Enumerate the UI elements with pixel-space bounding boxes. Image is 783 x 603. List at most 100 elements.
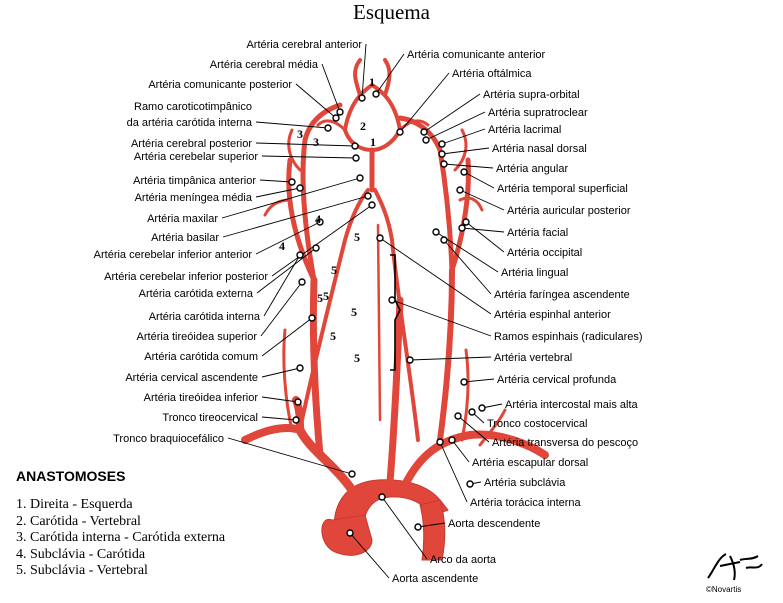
- marker-dot: [312, 244, 320, 252]
- anastomosis-number: 5: [354, 351, 360, 365]
- leader-line: [222, 195, 369, 238]
- right-label: Artéria occipital: [507, 247, 582, 259]
- marker-dot: [324, 124, 332, 132]
- right-label: Artéria vertebral: [494, 352, 572, 364]
- marker-dot: [356, 174, 364, 182]
- marker-dot: [376, 234, 384, 242]
- marker-dot: [358, 94, 366, 102]
- right-label: Artéria comunicante anterior: [407, 49, 546, 61]
- left-label: Artéria tireóidea superior: [137, 331, 258, 343]
- anastomosis-number: 5: [351, 305, 357, 319]
- marker-dot: [292, 416, 300, 424]
- left-label: Artéria cerebral posterior: [131, 138, 252, 150]
- anterior-spinal-artery: [376, 223, 382, 422]
- left-label: Artéria basilar: [151, 232, 219, 244]
- marker-dot: [432, 228, 440, 236]
- right-label: Artéria espinhal anterior: [494, 309, 611, 321]
- right-label: Artéria facial: [507, 227, 568, 239]
- right-label: Artéria torácica interna: [470, 497, 582, 509]
- marker-dot: [420, 128, 428, 136]
- left-label: Tronco tireocervical: [162, 412, 258, 424]
- leader-line: [255, 142, 356, 147]
- marker-dot: [294, 398, 302, 406]
- leader-line: [255, 221, 321, 255]
- marker-dot: [438, 140, 446, 148]
- left-label: Artéria cerebelar inferior anterior: [94, 249, 253, 261]
- left-common-carotid: [386, 296, 404, 486]
- left-label: Artéria cerebral média: [210, 59, 319, 71]
- left-label: Artéria carótida interna: [149, 311, 261, 323]
- leader-line: [261, 317, 313, 357]
- marker-dot: [296, 251, 304, 259]
- marker-dot: [378, 493, 386, 501]
- legend-item: 3. Carótida interna - Carótida externa: [16, 530, 226, 545]
- anastomosis-number: 3: [297, 127, 303, 141]
- left-label: Artéria carótida externa: [139, 288, 254, 300]
- leader-line: [381, 496, 428, 560]
- leader-line: [263, 254, 301, 317]
- anastomosis-number: 3: [313, 135, 319, 149]
- leader-line: [361, 43, 367, 99]
- legend-item: 5. Subclávia - Vertebral: [16, 563, 148, 578]
- leader-line: [349, 532, 390, 579]
- leader-line: [465, 221, 505, 253]
- marker-dot: [372, 90, 380, 98]
- anastomosis-number: 5: [323, 289, 329, 303]
- marker-dot: [298, 278, 306, 286]
- leader-line: [463, 171, 495, 189]
- marker-dot: [414, 523, 422, 531]
- marker-dot: [440, 236, 448, 244]
- leader-line: [463, 378, 495, 383]
- leader-line: [423, 93, 481, 133]
- right-label: Artéria subclávia: [484, 477, 566, 489]
- leader-line: [261, 367, 301, 378]
- left-label: Artéria carótida comum: [144, 351, 258, 363]
- right-label: Artéria lingual: [501, 267, 568, 279]
- leader-line: [221, 177, 361, 219]
- right-label: Artéria angular: [496, 163, 568, 175]
- anastomosis-number: 4: [279, 239, 285, 253]
- leader-line: [259, 179, 293, 183]
- left-label: Artéria maxilar: [147, 213, 218, 225]
- leader-line: [260, 281, 303, 337]
- right-label: Tronco costocervical: [487, 418, 587, 430]
- leader-line: [256, 247, 317, 294]
- marker-dot: [466, 480, 474, 488]
- marker-dot: [448, 436, 456, 444]
- right-label: Artéria intercostal mais alta: [505, 399, 639, 411]
- legend-item: 4. Subclávia - Carótida: [16, 546, 146, 562]
- right-label: Artéria faríngea ascendente: [494, 289, 630, 301]
- right-label: Arco da aorta: [430, 554, 497, 566]
- anastomosis-number: 1: [370, 135, 376, 149]
- legend-item: 2. Carótida - Vertebral: [16, 513, 141, 529]
- right-label: Artéria lacrimal: [488, 124, 561, 136]
- marker-dot: [460, 378, 468, 386]
- leader-line: [443, 163, 494, 169]
- marker-dot: [352, 154, 360, 162]
- leader-line: [321, 63, 341, 113]
- leader-line: [399, 72, 450, 133]
- right-label: Artéria escapular dorsal: [472, 457, 588, 469]
- marker-dot: [364, 192, 372, 200]
- left-label: Artéria cerebelar superior: [134, 151, 258, 163]
- left-label: Artéria cerebelar inferior posterior: [104, 271, 268, 283]
- marker-dot: [468, 408, 476, 416]
- leader-line: [451, 439, 470, 463]
- marker-dot: [458, 224, 466, 232]
- right-label: Artéria transversa do pescoço: [492, 437, 638, 449]
- marker-dot: [460, 168, 468, 176]
- leader-line: [391, 299, 492, 337]
- marker-dot: [348, 470, 356, 478]
- leader-line: [441, 128, 486, 145]
- marker-dot: [316, 218, 324, 226]
- marker-dot: [388, 296, 396, 304]
- left-label: da artéria carótida interna: [127, 117, 253, 129]
- right-label: Artéria temporal superficial: [497, 183, 628, 195]
- marker-dot: [296, 184, 304, 192]
- leader-line: [443, 239, 492, 295]
- anastomosis-number: 5: [330, 329, 336, 343]
- leader-line: [261, 155, 357, 159]
